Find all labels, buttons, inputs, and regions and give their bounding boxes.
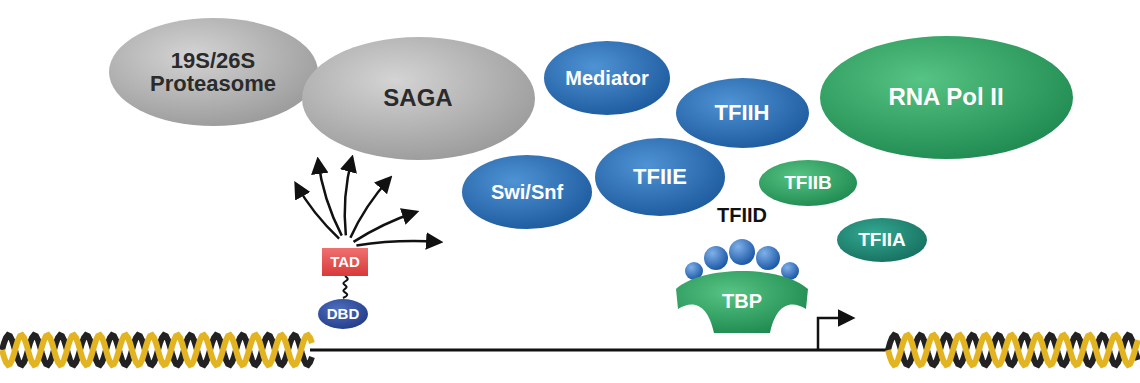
helix-strand [888, 335, 1138, 365]
factor-ellipse: SAGA [301, 36, 536, 161]
node-label: DBD [327, 306, 360, 322]
activation-arrow [354, 212, 416, 242]
taf-bead [704, 246, 728, 270]
ellipse-fill [837, 218, 927, 262]
helix-strand [2, 335, 312, 365]
node-label: TAD [330, 254, 360, 270]
ellipse-fill [318, 299, 368, 329]
rect-fill [322, 248, 368, 276]
factor-ellipse: DBD [317, 298, 369, 330]
activation-arrow [350, 178, 390, 238]
node-label: TBP [672, 291, 812, 312]
activation-arrow [296, 184, 339, 239]
helix-strand [2, 335, 312, 365]
node-label: Mediator [565, 68, 648, 89]
activation-arrows [296, 158, 440, 246]
taf-bead [756, 246, 780, 270]
node-label: SAGA [383, 85, 452, 110]
factor-ellipse: Swi/Snf [461, 154, 593, 230]
factor-ellipse: TFIIH [675, 77, 810, 149]
ellipse-fill [302, 37, 535, 160]
node-label: 19S/26S Proteasome [139, 49, 287, 95]
factor-ellipse: Mediator [543, 40, 671, 116]
tbp-complex: TFIID TBP [672, 205, 812, 335]
helix-strand [888, 335, 1138, 365]
activation-arrow [345, 158, 352, 235]
dna-line [310, 349, 890, 352]
domain-box: TAD [322, 248, 368, 276]
dna-helix [2, 335, 1138, 365]
ellipse-fill [820, 36, 1073, 159]
factor-ellipse: TFIIB [758, 159, 858, 207]
node-label: TFIIE [633, 165, 687, 188]
ellipse-fill [108, 18, 317, 126]
activation-arrow [318, 160, 342, 236]
ellipse-fill [759, 160, 857, 206]
factor-ellipse: TFIIA [836, 217, 928, 263]
factor-ellipse: TFIIE [594, 137, 726, 217]
node-label: Swi/Snf [491, 182, 563, 203]
tss-arrow [818, 318, 852, 350]
ellipse-fill [544, 41, 670, 115]
ellipse-fill [676, 78, 809, 148]
complex-label: TFIID [672, 205, 812, 226]
tether-line [343, 276, 348, 298]
node-label: TFIIA [858, 230, 906, 250]
node-label: TFIIB [784, 173, 832, 193]
node-label: RNA Pol II [888, 84, 1003, 109]
ellipse-fill [595, 138, 725, 216]
ellipse-fill [462, 155, 592, 229]
node-label: TFIIH [715, 101, 770, 124]
activation-arrow [356, 241, 440, 245]
factor-ellipse: 19S/26S Proteasome [108, 17, 319, 127]
factor-ellipse: RNA Pol II [819, 35, 1074, 160]
taf-bead [729, 239, 755, 265]
